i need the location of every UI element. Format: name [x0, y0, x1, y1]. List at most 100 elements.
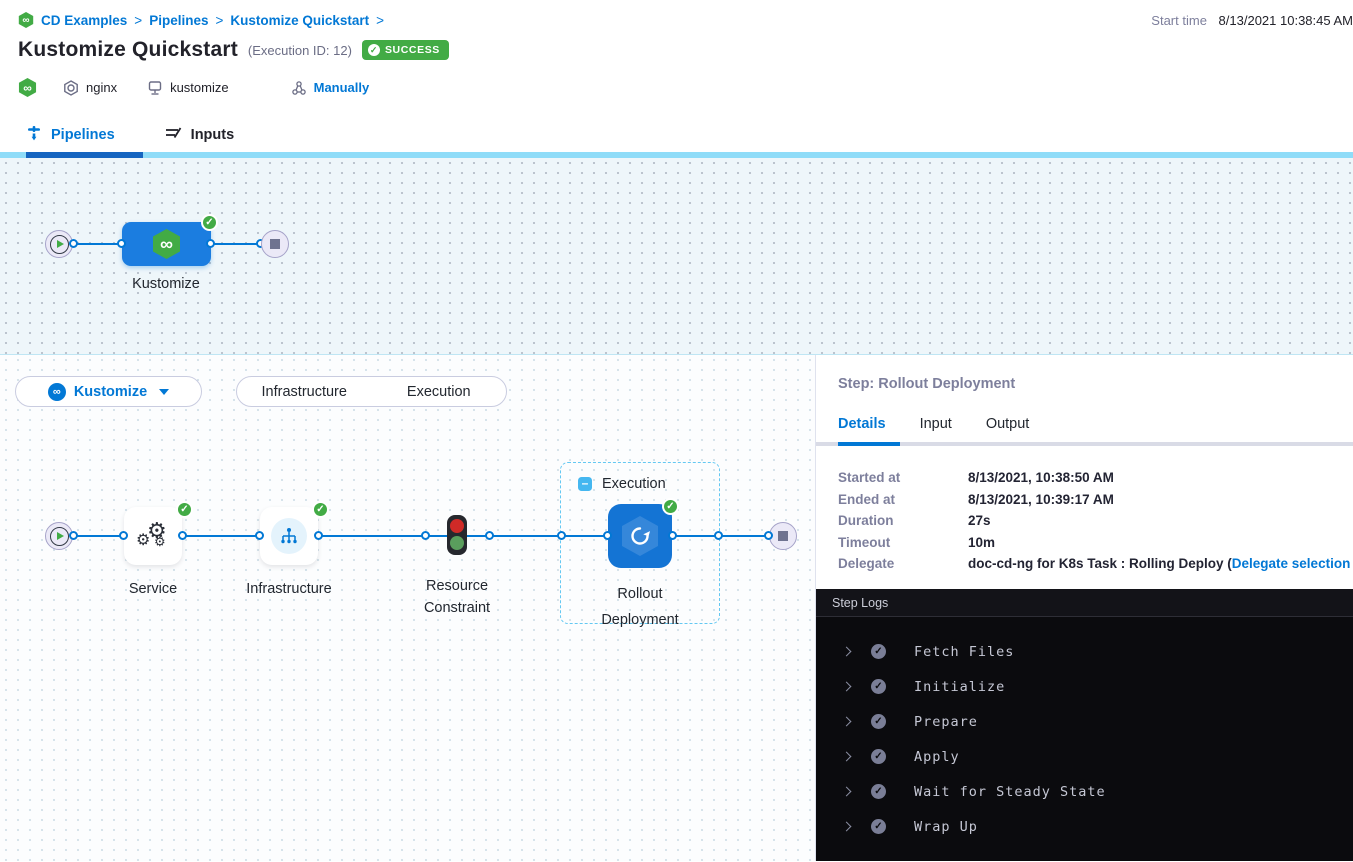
pipeline-icon	[26, 125, 42, 145]
breadcrumb-separator: >	[134, 12, 143, 28]
log-section-prepare[interactable]: ✓ Prepare	[816, 704, 1353, 739]
step-label-resource-constraint: Resource Constraint	[423, 578, 491, 616]
step-success-check-icon: ✓	[312, 501, 329, 518]
connector-dot	[714, 531, 723, 540]
connector-dot	[119, 531, 128, 540]
delegate-value: doc-cd-ng for K8s Task : Rolling Deploy …	[968, 556, 1232, 571]
execution-step-group[interactable]: – Execution	[560, 462, 720, 624]
breadcrumb-pipelines[interactable]: Pipelines	[149, 12, 209, 28]
execution-end-node[interactable]	[769, 522, 797, 550]
traffic-light-icon	[447, 515, 467, 555]
step-tabs-underline	[816, 442, 1353, 446]
connector-dot	[603, 531, 612, 540]
tab-inputs[interactable]: Inputs	[165, 125, 235, 145]
rollout-icon	[622, 516, 658, 556]
breadcrumb-separator: >	[215, 12, 224, 28]
start-time-label: Start time	[1151, 13, 1207, 28]
step-logs-header: Step Logs	[816, 589, 1353, 617]
step-node-rollout-deployment[interactable]	[608, 504, 672, 568]
status-badge: ✓ SUCCESS	[361, 40, 449, 60]
chevron-right-icon[interactable]	[841, 716, 852, 727]
view-toggle: Infrastructure Execution	[236, 376, 507, 407]
chevron-right-icon[interactable]	[841, 821, 852, 832]
service-tag-label: nginx	[86, 80, 118, 95]
chevron-right-icon[interactable]	[841, 786, 852, 797]
connector-dot	[314, 531, 323, 540]
step-node-infrastructure[interactable]	[260, 507, 318, 565]
step-success-check-icon: ✓	[176, 501, 193, 518]
step-label-rollout-deployment: Rollout Deployment	[601, 586, 679, 628]
service-icon	[63, 79, 79, 96]
chevron-right-icon[interactable]	[841, 751, 852, 762]
tab-input[interactable]: Input	[919, 416, 952, 432]
tab-pipelines[interactable]: Pipelines	[26, 125, 115, 145]
environment-tag-label: kustomize	[170, 80, 229, 95]
breadcrumb-separator: >	[376, 12, 385, 28]
harness-cd-icon: ∞	[153, 229, 180, 259]
log-section-fetch-files[interactable]: ✓ Fetch Files	[816, 634, 1353, 669]
delegate-selection-logs-link[interactable]: Delegate selection logs	[1231, 556, 1353, 571]
execution-id-label: (Execution ID: 12)	[247, 42, 352, 58]
detail-row-duration: Duration 27s	[838, 513, 991, 528]
check-icon: ✓	[367, 44, 380, 56]
play-icon	[49, 234, 69, 254]
check-circle-icon: ✓	[871, 784, 886, 799]
breadcrumb-cd-examples[interactable]: CD Examples	[41, 12, 128, 28]
step-node-resource-constraint[interactable]	[444, 513, 470, 562]
tab-output[interactable]: Output	[985, 416, 1030, 432]
start-time-value: 8/13/2021 10:38:45 AM	[1218, 13, 1353, 28]
pipeline-end-node[interactable]	[261, 230, 289, 258]
harness-cd-icon: ∞	[18, 12, 34, 28]
tab-details[interactable]: Details	[838, 416, 886, 432]
stop-icon	[270, 239, 280, 249]
tabbar-active-underline	[26, 152, 143, 158]
trigger-tag-label[interactable]: Manually	[313, 80, 370, 95]
detail-row-started-at: Started at 8/13/2021, 10:38:50 AM	[838, 470, 1114, 485]
view-tabbar: Pipelines Inputs	[0, 112, 1353, 158]
breadcrumb-kustomize-quickstart[interactable]: Kustomize Quickstart	[230, 12, 370, 28]
execution-start-node[interactable]	[45, 522, 73, 550]
execution-graph-canvas[interactable]: ∞ Kustomize Infrastructure Execution – E…	[0, 355, 815, 861]
toggle-execution[interactable]: Execution	[406, 383, 471, 400]
connector-dot	[255, 531, 264, 540]
chevron-right-icon[interactable]	[841, 681, 852, 692]
harness-cd-icon: ∞	[47, 382, 66, 401]
stage-selector-dropdown[interactable]: ∞ Kustomize	[15, 376, 202, 407]
log-section-apply[interactable]: ✓ Apply	[816, 739, 1353, 774]
step-panel-title: Step: Rollout Deployment	[838, 376, 1016, 392]
log-section-initialize[interactable]: ✓ Initialize	[816, 669, 1353, 704]
trigger-tag[interactable]: Manually	[291, 80, 370, 96]
connector-dot	[421, 531, 430, 540]
check-circle-icon: ✓	[871, 644, 886, 659]
log-section-wait-for-steady-state[interactable]: ✓ Wait for Steady State	[816, 774, 1353, 809]
execution-group-label: Execution	[602, 476, 666, 492]
inputs-icon	[165, 125, 182, 145]
stage-node-kustomize[interactable]: ∞	[122, 222, 211, 266]
step-label-infrastructure: Infrastructure	[246, 581, 332, 597]
detail-row-timeout: Timeout 10m	[838, 534, 996, 550]
breadcrumb: ∞ CD Examples > Pipelines > Kustomize Qu…	[18, 12, 1353, 28]
connector-dot	[69, 239, 78, 248]
detail-row-ended-at: Ended at 8/13/2021, 10:39:17 AM	[838, 491, 1114, 507]
start-time: Start time 8/13/2021 10:38:45 AM	[1151, 13, 1353, 28]
infrastructure-icon	[271, 518, 307, 554]
pipeline-graph-canvas[interactable]: ∞ ✓ Kustomize	[0, 158, 1353, 355]
stage-selector-label: Kustomize	[73, 383, 148, 400]
stop-icon	[778, 531, 788, 541]
connector-dot	[485, 531, 494, 540]
step-node-service[interactable]: ⚙ ⚙ ⚙	[124, 507, 182, 565]
harness-cd-icon: ∞	[18, 78, 37, 97]
collapse-group-icon[interactable]: –	[578, 477, 592, 491]
step-panel-tabs: Details Input Output	[816, 392, 1353, 442]
connector-dot	[206, 239, 215, 248]
log-section-wrap-up[interactable]: ✓ Wrap Up	[816, 809, 1353, 844]
connector-dot	[178, 531, 187, 540]
chevron-right-icon[interactable]	[841, 646, 852, 657]
step-tabs-active-underline	[838, 442, 900, 446]
page-title: Kustomize Quickstart	[18, 38, 238, 61]
tab-inputs-label: Inputs	[190, 127, 235, 143]
check-circle-icon: ✓	[871, 819, 886, 834]
toggle-infrastructure[interactable]: Infrastructure	[261, 383, 347, 400]
stage-success-check-icon: ✓	[201, 214, 218, 231]
